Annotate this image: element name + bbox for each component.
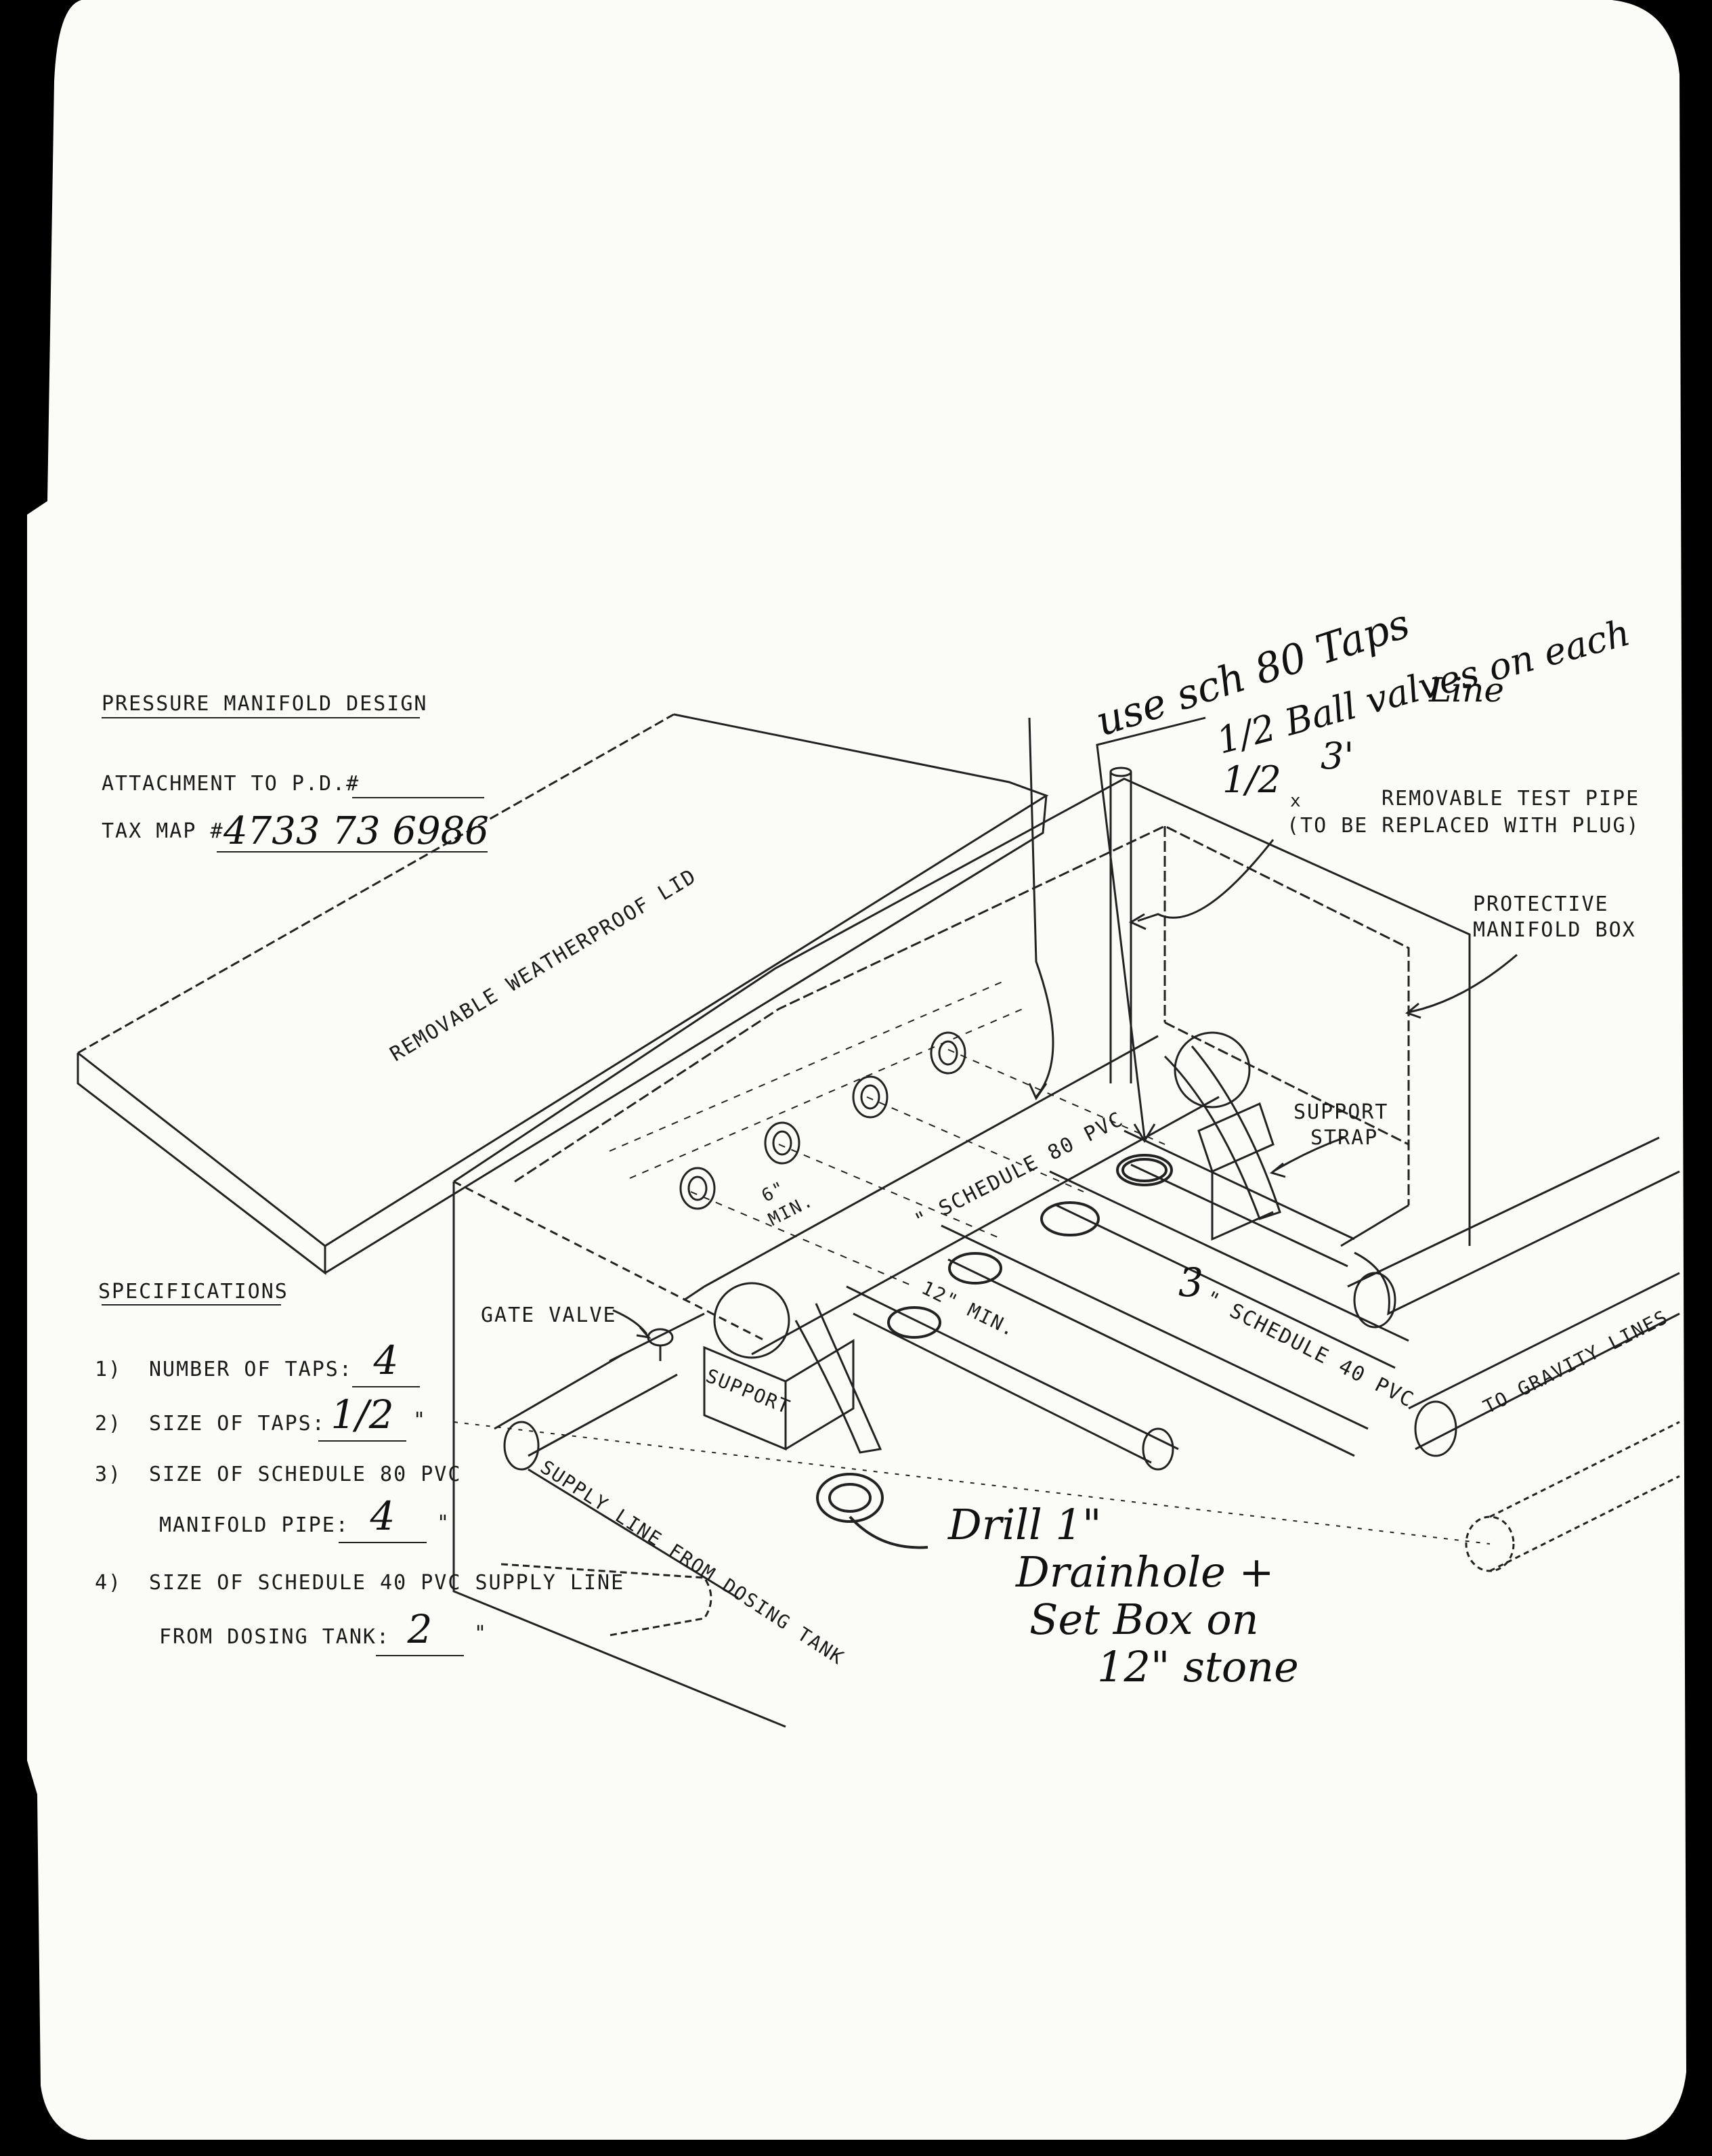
tax-map-label: TAX MAP # <box>102 819 224 843</box>
protective-box-label-1: PROTECTIVE <box>1473 892 1609 916</box>
times-sign: x <box>1290 791 1302 811</box>
spec-1-label: NUMBER OF TAPS: <box>149 1358 353 1381</box>
gate-valve-label: GATE VALVE <box>481 1303 617 1327</box>
specifications-heading: SPECIFICATIONS <box>98 1280 288 1303</box>
handwritten-drill-4: 12" stone <box>1097 1642 1299 1691</box>
tax-map-value: 4733 73 6986 <box>223 809 489 853</box>
protective-box-label-2: MANIFOLD BOX <box>1473 918 1636 942</box>
support-strap-label-1: SUPPORT <box>1293 1100 1389 1124</box>
tap-guidelines <box>609 981 1165 1287</box>
callout-arrows <box>500 716 1518 1637</box>
lateral-pipes <box>846 1129 1680 1572</box>
spec-4-label: SIZE OF SCHEDULE 40 PVC SUPPLY LINE <box>149 1571 625 1595</box>
handwritten-note-line: Line <box>1429 670 1504 710</box>
page-title: PRESSURE MANIFOLD DESIGN <box>102 692 428 716</box>
handwritten-drill-1: Drill 1" <box>948 1500 1102 1549</box>
supply-pipe <box>494 1312 739 1599</box>
spec-4-unit: " <box>474 1622 488 1645</box>
spec-2-value: 1/2 <box>318 1392 406 1442</box>
manifold-pipe <box>683 1031 1281 1454</box>
manifold-box <box>452 777 1491 1728</box>
spec-3-unit: " <box>437 1511 451 1535</box>
handwritten-drill-3: Set Box on <box>1029 1595 1259 1644</box>
spec-2-unit: " <box>413 1408 427 1432</box>
handwritten-circles <box>816 1154 1173 1549</box>
spec-3-label2: MANIFOLD PIPE: <box>159 1513 349 1537</box>
test-pipe-length: 3' <box>1321 735 1354 777</box>
support-strap-label-2: STRAP <box>1310 1126 1379 1150</box>
taps <box>679 1031 966 1210</box>
spec-2-num: 2) <box>95 1412 123 1436</box>
spec-3-label: SIZE OF SCHEDULE 80 PVC <box>149 1463 462 1486</box>
test-pipe <box>1109 767 1132 1083</box>
spec-1-value: 4 <box>352 1337 420 1387</box>
attachment-label: ATTACHMENT TO P.D.# <box>102 772 360 796</box>
spec-4-label2: FROM DOSING TANK: <box>159 1625 391 1649</box>
spec-3-value: 4 <box>339 1493 427 1543</box>
test-pipe-label: REMOVABLE TEST PIPE <box>1382 787 1640 811</box>
weatherproof-lid <box>77 713 1049 1276</box>
spec-4-value: 2 <box>376 1606 464 1656</box>
gate-valve <box>647 1328 674 1361</box>
test-pipe-size: 1/2 <box>1222 758 1281 801</box>
test-pipe-note: (TO BE REPLACED WITH PLUG) <box>1287 814 1640 838</box>
supports <box>703 1102 1275 1451</box>
spec-4-num: 4) <box>95 1571 123 1595</box>
spec-3-num: 3) <box>95 1463 123 1486</box>
handwritten-drill-2: Drainhole + <box>1016 1547 1275 1597</box>
spec-1-num: 1) <box>95 1358 123 1381</box>
spec-2-label: SIZE OF TAPS: <box>149 1412 326 1436</box>
schedule40-value: 3 <box>1178 1259 1203 1306</box>
